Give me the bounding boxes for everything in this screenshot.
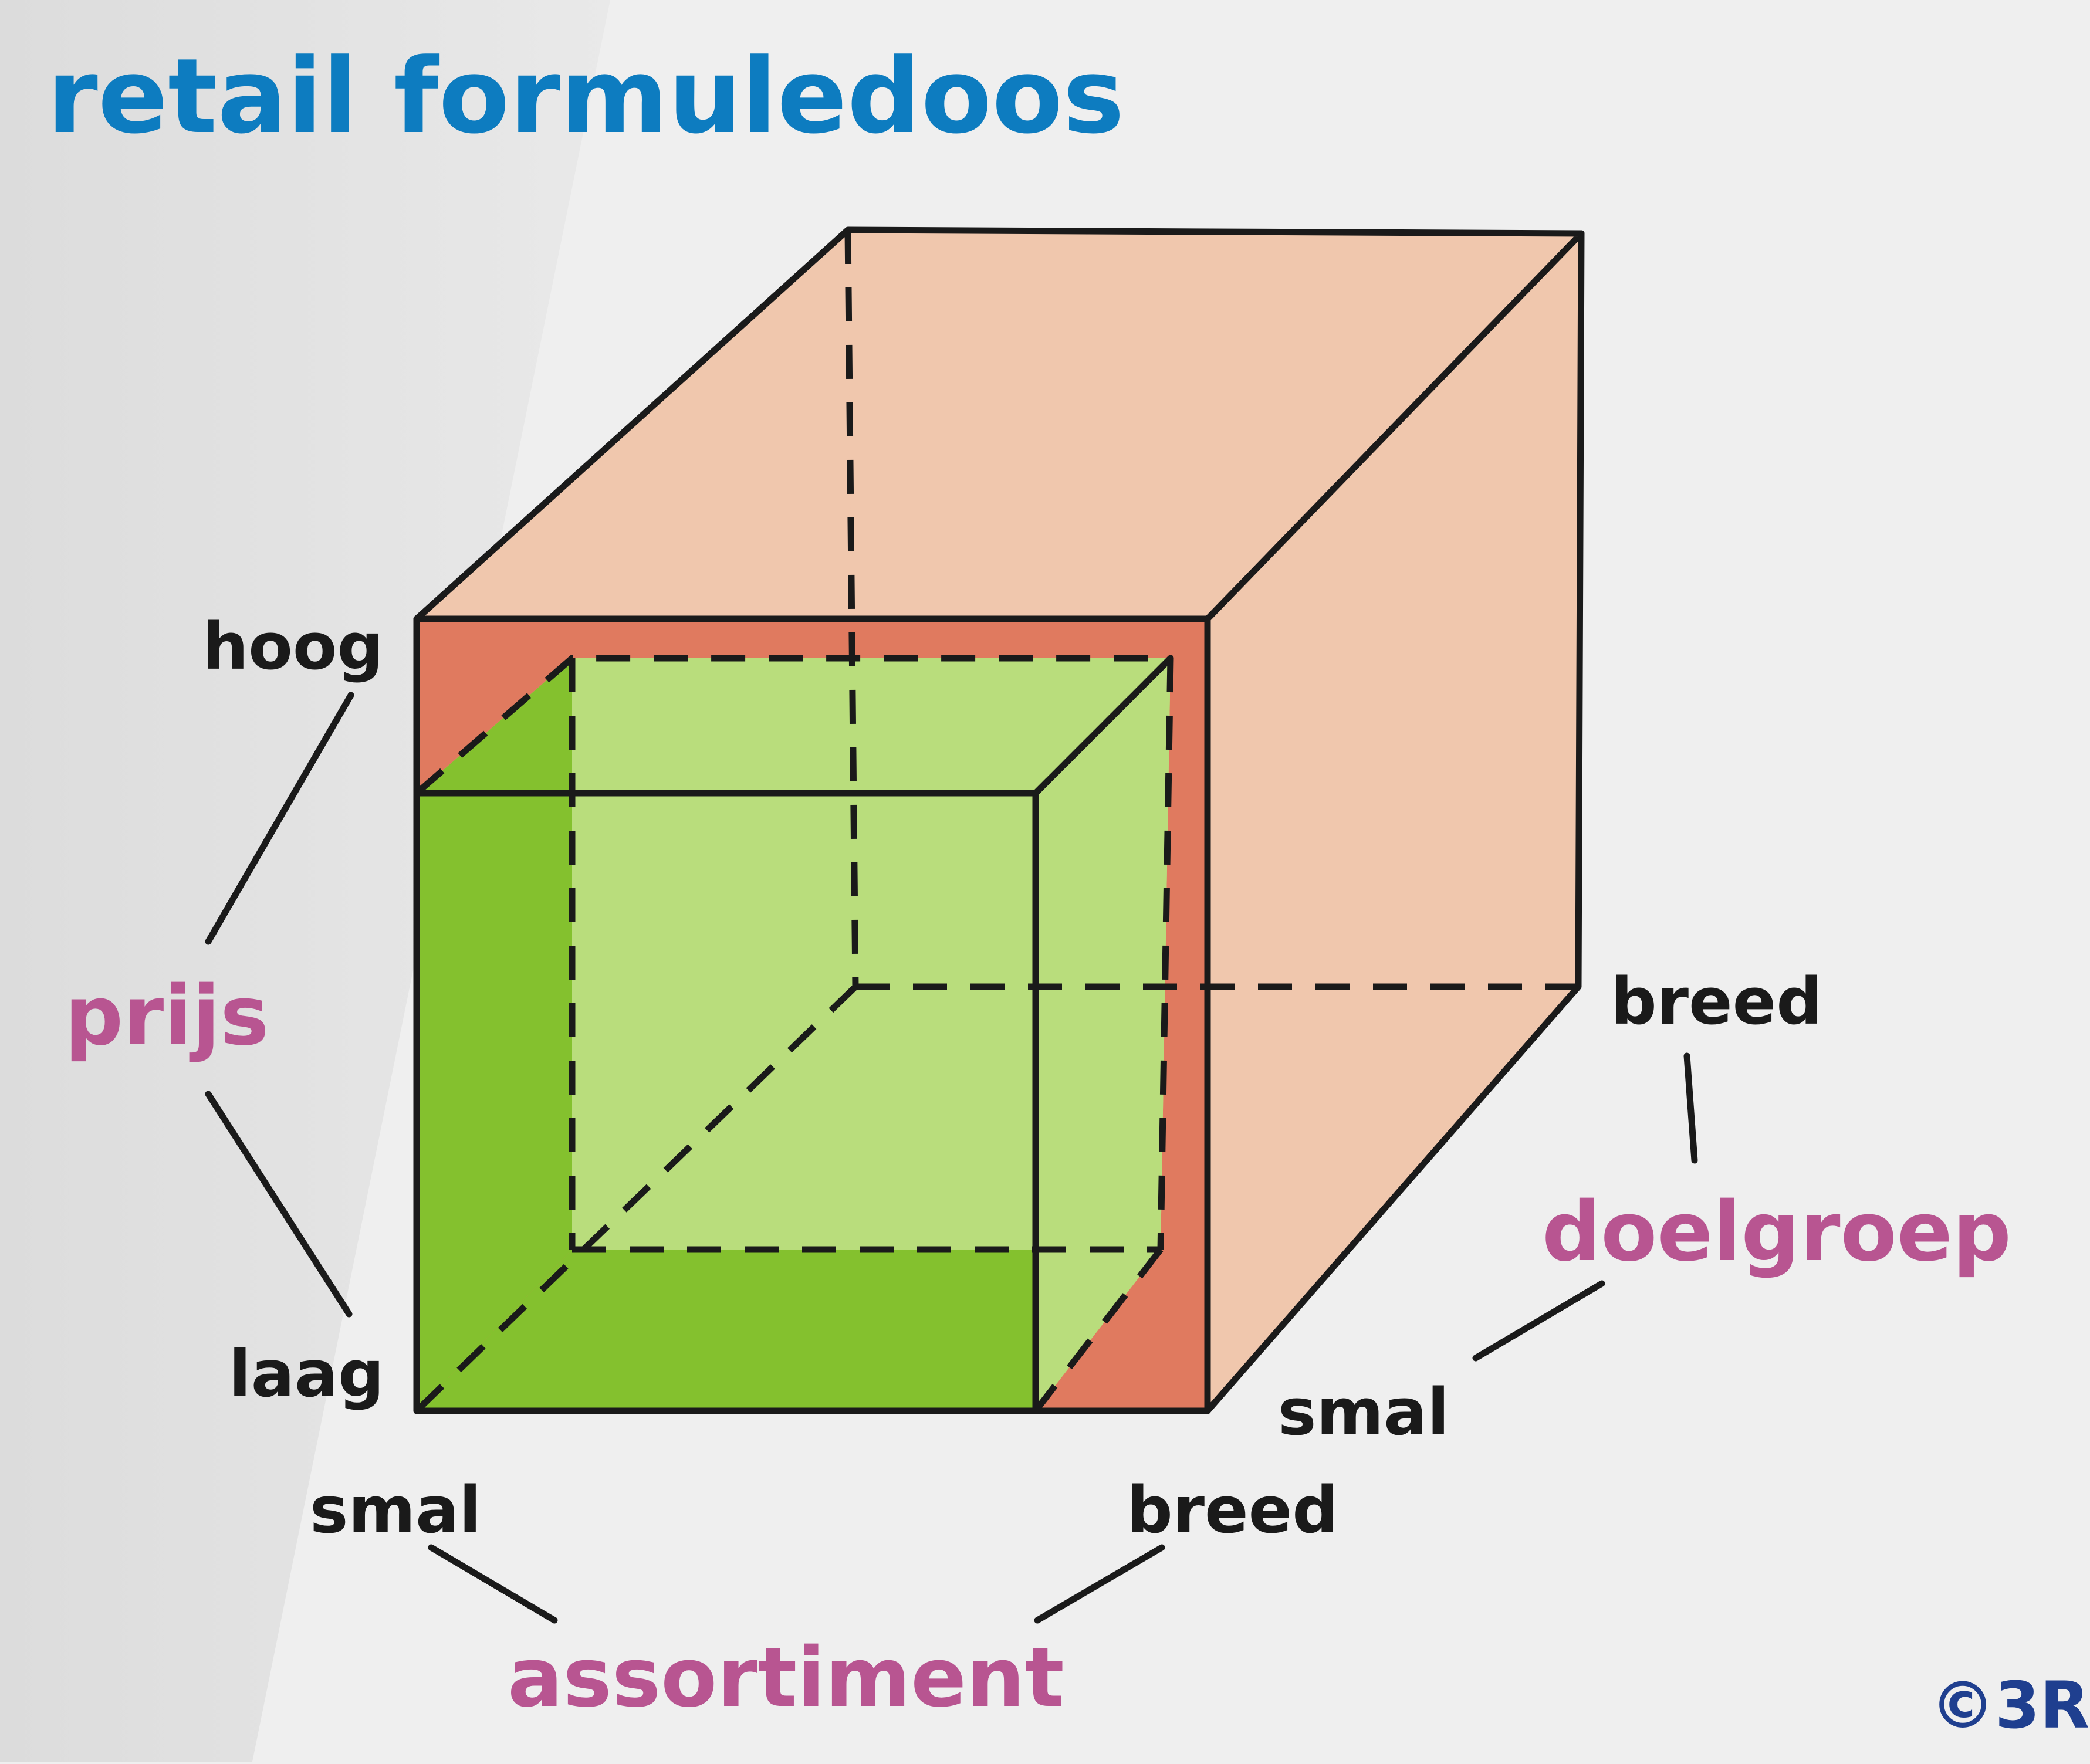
inner-box-bottom-face	[417, 1250, 1036, 1411]
inner-box-top-face	[417, 658, 1171, 793]
doelgroep-axis-label: doelgroep	[1542, 1184, 2011, 1280]
assortiment-leader-low	[428, 1544, 558, 1624]
prijs-leader-high	[205, 692, 354, 945]
inner-box-left-face	[417, 658, 572, 1411]
doelgroep-leader-high	[1683, 1052, 1698, 1164]
prijs-axis-label: prijs	[65, 969, 269, 1064]
axis-assortiment: smal assortiment breed	[310, 1472, 1338, 1726]
assortiment-high-label: breed	[1127, 1472, 1338, 1548]
doelgroep-high-label: breed	[1611, 964, 1822, 1039]
prijs-high-label: hoog	[202, 609, 383, 684]
inner-box-hidden-edge-bottom-right	[1033, 1247, 1164, 1413]
doelgroep-low-label: smal	[1278, 1374, 1449, 1450]
page-title: retail formuledoos	[47, 36, 1124, 157]
prijs-low-label: laag	[229, 1336, 384, 1411]
doelgroep-leader-low	[1472, 1280, 1605, 1362]
axis-doelgroep: breed doelgroep smal	[1278, 964, 2011, 1450]
inner-box-top-right-edge	[1032, 655, 1174, 797]
inner-box-back-face	[572, 658, 1171, 1250]
assortiment-leader-high	[1034, 1544, 1165, 1624]
outer-box-edges	[413, 226, 1585, 1414]
prijs-leader-low	[205, 1091, 353, 1318]
background-band	[0, 0, 610, 1762]
outer-box-hidden-edges	[414, 229, 1578, 1413]
inner-box-right-face	[1036, 658, 1171, 1411]
assortiment-low-label: smal	[310, 1472, 481, 1548]
assortiment-axis-label: assortiment	[508, 1630, 1064, 1726]
inner-box-hidden-edge-back-right	[1157, 658, 1174, 1250]
inner-box	[413, 655, 1174, 1414]
copyright-logo: ©3R	[1930, 1668, 2089, 1743]
axis-prijs: hoog prijs laag	[65, 609, 384, 1411]
